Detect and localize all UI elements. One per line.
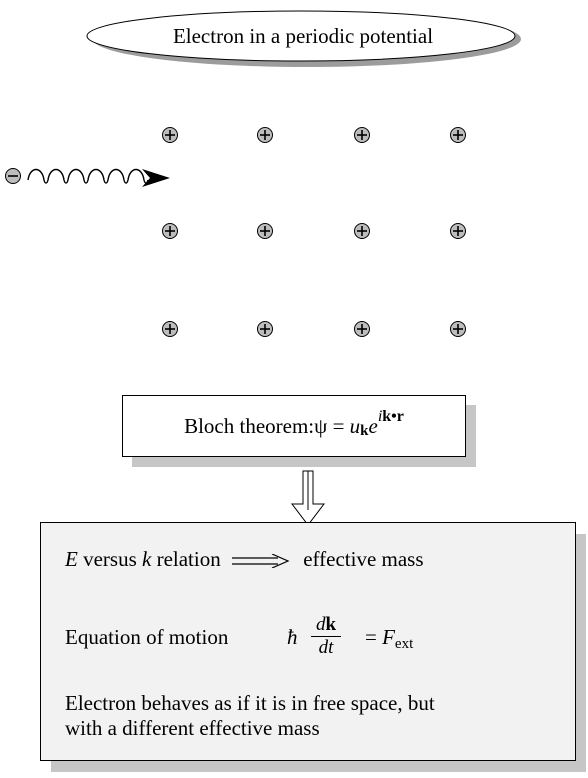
electron-icon bbox=[6, 169, 21, 184]
symbol-F: F bbox=[382, 625, 395, 649]
conclusions-box: E versus k relation effective mass Equat… bbox=[40, 522, 576, 761]
versus-text: versus bbox=[78, 547, 142, 571]
e-versus-k-line: E versus k relation effective mass bbox=[65, 547, 424, 572]
bloch-theorem-box: Bloch theorem: ψ = u k e i k•r bbox=[122, 395, 466, 457]
bloch-psi: ψ bbox=[314, 414, 327, 439]
force-rhs: = Fext bbox=[365, 625, 413, 650]
statement-line-1: Electron behaves as if it is in free spa… bbox=[65, 691, 435, 716]
positive-ion-icon bbox=[258, 224, 273, 239]
bloch-subscript-k: k bbox=[360, 423, 368, 440]
positive-ion-icon bbox=[451, 322, 466, 337]
eq-equals: = bbox=[365, 625, 382, 649]
fraction-numerator: dk bbox=[309, 615, 343, 635]
electron-wave bbox=[28, 170, 148, 184]
bloch-equals: = bbox=[327, 414, 349, 439]
positive-ion-icon bbox=[355, 322, 370, 337]
symbol-E: E bbox=[65, 547, 78, 571]
bloch-prefix: Bloch theorem: bbox=[184, 414, 314, 439]
hbar-symbol: ħ bbox=[287, 625, 298, 650]
positive-ion-icon bbox=[258, 128, 273, 143]
positive-ion-icon bbox=[355, 128, 370, 143]
positive-ion-icon bbox=[451, 224, 466, 239]
crystal-lattice bbox=[0, 110, 588, 350]
symbol-k: k bbox=[142, 547, 151, 571]
bloch-u: u bbox=[350, 414, 361, 439]
implies-arrow-icon bbox=[232, 554, 290, 568]
bloch-superscript-kr: k•r bbox=[382, 408, 404, 426]
subscript-ext: ext bbox=[395, 636, 413, 652]
positive-ion-icon bbox=[258, 322, 273, 337]
positive-ion-icon bbox=[163, 128, 178, 143]
dk-dt-fraction: dk dt bbox=[309, 615, 343, 658]
positive-ion-icon bbox=[355, 224, 370, 239]
bloch-e: e bbox=[369, 414, 378, 439]
positive-ion-icon bbox=[163, 322, 178, 337]
effective-mass-text: effective mass bbox=[303, 547, 423, 571]
free-space-statement: Electron behaves as if it is in free spa… bbox=[65, 691, 435, 741]
fraction-denominator: dt bbox=[309, 638, 343, 658]
diagram-title: Electron in a periodic potential bbox=[85, 10, 521, 62]
positive-ion-icon bbox=[163, 224, 178, 239]
statement-line-2: with a different effective mass bbox=[65, 716, 435, 741]
title-banner: Electron in a periodic potential bbox=[85, 10, 521, 72]
positive-ion-icon bbox=[451, 128, 466, 143]
equation-of-motion-label: Equation of motion bbox=[65, 625, 228, 650]
wave-arrowhead-icon bbox=[142, 169, 170, 187]
hollow-down-arrow-icon bbox=[290, 470, 326, 526]
relation-text: relation bbox=[151, 547, 220, 571]
numerator-k: k bbox=[325, 614, 336, 635]
